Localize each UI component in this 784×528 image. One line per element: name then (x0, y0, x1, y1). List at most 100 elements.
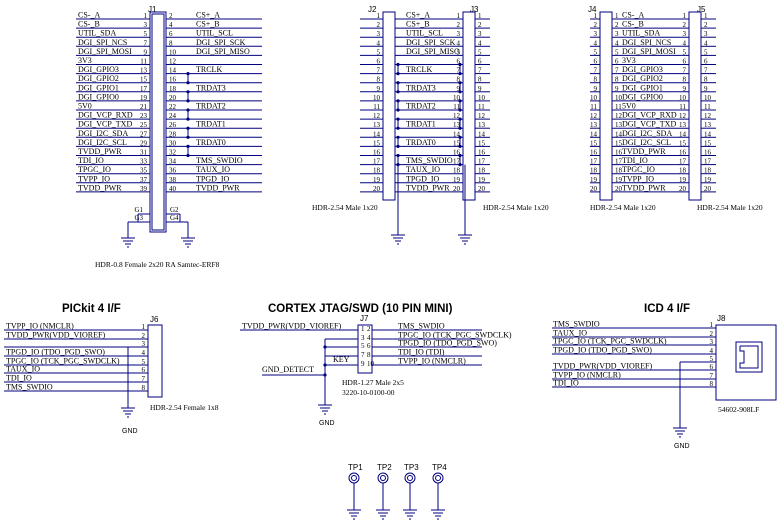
j8-pin-number: 1 (710, 321, 714, 329)
j7-right-net: TDI_IO (TDI) (398, 348, 445, 357)
j7-right-pin: 6 (367, 342, 371, 350)
junction-dot (396, 144, 400, 148)
j4-right-pin-number: 15 (615, 139, 623, 147)
j5-left-pin-number: 19 (679, 176, 687, 184)
j7-body (357, 324, 373, 374)
j5-left-pin-number: 12 (679, 112, 687, 120)
j5-left-pin-number: 7 (683, 67, 687, 75)
j4-right-pin-number: 1 (615, 12, 619, 20)
j2-pin-number: 18 (373, 167, 381, 175)
j2-pin-number: 14 (373, 130, 381, 138)
j1-right-pin: 24 (169, 112, 177, 120)
j2-pin-number: 7 (377, 67, 381, 75)
j3-pin-number: 6 (478, 58, 482, 66)
junction-dot (458, 126, 462, 130)
j1-right-net: DGI_SPI_SCK (196, 38, 246, 47)
j7-left-pin: 3 (361, 334, 365, 342)
j5-net: TVDD_PWR (622, 183, 666, 192)
j5-left-pin-number: 20 (679, 185, 687, 193)
j3-pin-number: 17 (453, 158, 461, 166)
j5-pin-number: 14 (704, 130, 712, 138)
junction-dot (186, 99, 190, 103)
j2-net: TRDAT2 (406, 102, 436, 111)
j4-right-pin-number: 6 (615, 58, 619, 66)
j1-left-pin: 39 (140, 185, 148, 193)
j3-pin-number: 2 (478, 21, 482, 29)
j4-right-pin-number: 2 (615, 21, 619, 29)
j4-right-pin-number: 9 (615, 85, 619, 93)
j1-left-pin: 13 (140, 67, 148, 75)
j1-right-pin: 34 (169, 158, 177, 166)
j2-pin-number: 10 (373, 94, 381, 102)
j5-pin-number: 5 (704, 48, 708, 56)
j1-left-net: TVDD_PWR (78, 147, 122, 156)
j5-net: DGI_GPIO1 (622, 83, 663, 92)
j5-pin-number: 20 (704, 185, 712, 193)
j1-left-net: TDI_IO (78, 156, 104, 165)
j4-right-pin-number: 3 (615, 30, 619, 38)
j2-pin-number: 20 (373, 185, 381, 193)
j3-pin-number: 11 (478, 103, 485, 111)
j7-description: HDR-1.27 Male 2x5 (342, 378, 404, 387)
j1-left-net: UTIL_SDA (78, 29, 116, 38)
j4-pin-number: 19 (590, 176, 598, 184)
j1-right-net: CS+_B (196, 20, 220, 29)
j5-left-pin-number: 1 (683, 12, 687, 20)
junction-dot (458, 90, 462, 94)
j4-right-pin-number: 5 (615, 48, 619, 56)
junction-dot (458, 62, 462, 67)
j1-right-pin: 38 (169, 176, 177, 184)
j6-net: TAUX_IO (6, 365, 40, 374)
j5-pin-number: 15 (704, 139, 712, 147)
j5-ref: J5 (697, 5, 706, 14)
j4-pin-number: 7 (594, 67, 598, 75)
j1-right-net: CS+_A (196, 11, 220, 20)
j3-pin-number: 16 (453, 149, 461, 157)
j1-left-net: TVPP_IO (78, 174, 110, 183)
ground-symbol (431, 509, 445, 520)
j4-right-pin-number: 10 (615, 94, 623, 102)
j1-left-net: DGI_SPI_MOSI (78, 47, 132, 56)
j1-left-pin: 11 (140, 58, 147, 66)
junction-dot (186, 72, 190, 76)
j1-left-pin: 15 (140, 76, 148, 84)
j4-body (599, 11, 613, 201)
j5-left-pin-number: 6 (683, 58, 687, 66)
j1-g3-label: G3 (134, 214, 143, 222)
rj45-jack-icon (739, 345, 759, 369)
j5-net: DGI_SPI_NCS (622, 38, 671, 47)
j5-net: DGI_SPI_MOSI (622, 47, 676, 56)
j4-pin-number: 3 (594, 30, 598, 38)
j1-right-pin: 32 (169, 149, 177, 157)
junction-dot (186, 153, 190, 158)
j6-net: TPGC_IO (TCK_PGC_SWDCLK) (6, 357, 120, 366)
j4-right-pin-number: 19 (615, 176, 623, 184)
j3-pin-number: 18 (478, 167, 486, 175)
j5-net: DGI_VCP_TXD (622, 120, 676, 129)
test-point-pad (404, 472, 416, 484)
j8-pin-number: 4 (710, 347, 714, 355)
j1-left-net: TPGC_IO (78, 165, 111, 174)
j1-left-net: DGI_GPIO1 (78, 83, 119, 92)
j2-net: TPGD_IO (406, 174, 440, 183)
j3-pin-number: 5 (457, 48, 461, 56)
j2-pin-number: 2 (377, 21, 381, 29)
j4-right-pin-number: 12 (615, 112, 623, 120)
ground-symbol (347, 509, 361, 520)
j1-right-net: TPGD_IO (196, 174, 230, 183)
j7-right-net: TPGD_IO (TDO_PGD_SWO) (398, 339, 497, 348)
j7-left-pin: 7 (361, 351, 365, 359)
j2-net: UTIL_SCL (406, 29, 443, 38)
j3-description: HDR-2.54 Male 1x20 (483, 203, 549, 212)
j4-pin-number: 16 (590, 149, 598, 157)
j4-right-pin-number: 11 (615, 103, 622, 111)
j1-right-pin: 40 (169, 185, 177, 193)
j6-net: TVDD_PWR(VDD_VIOREF) (6, 331, 105, 340)
j5-left-pin-number: 13 (679, 121, 687, 129)
j8-pin-number: 6 (710, 363, 714, 371)
j5-net: TVPP_IO (622, 174, 654, 183)
junction-dot (396, 126, 400, 130)
j5-net: CS-_A (622, 11, 644, 20)
j3-pin-number: 6 (457, 58, 461, 66)
